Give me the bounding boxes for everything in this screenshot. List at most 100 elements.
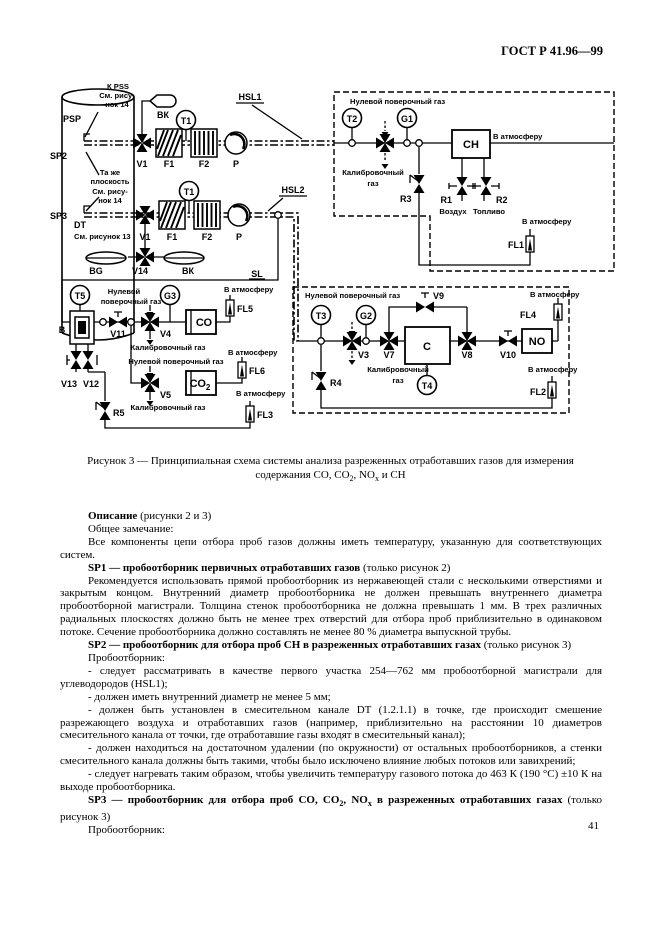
svg-text:Т1: Т1 [184,187,195,197]
svg-text:V1: V1 [136,159,147,169]
svg-text:Нулевой поверочный газ: Нулевой поверочный газ [128,357,223,366]
paragraph-description: Описание (рисунки 2 и 3) [88,510,212,522]
svg-text:V9: V9 [433,291,444,301]
svg-text:R5: R5 [113,408,125,418]
svg-text:HSL1: HSL1 [238,92,261,102]
svg-text:Калибровочный: Калибровочный [342,168,404,177]
svg-text:Т3: Т3 [316,311,327,321]
svg-text:Та же: Та же [100,168,120,177]
paragraph-sp2-probe: Пробоотборник: [88,651,165,664]
filter-f2b-icon [193,200,221,230]
page-number: 41 [588,820,599,832]
valve-v14-icon [136,248,154,266]
sample-row-1: ВК V1 F1 Т1 F2 Р HSL1 [133,92,303,169]
filter-f2-icon [190,128,218,158]
paragraph-sp3-probe: Пробоотборник: [88,823,165,836]
standard-number: ГОСТ Р 41.96—99 [501,44,603,58]
svg-text:V8: V8 [461,350,472,360]
svg-text:Калибровочный газ: Калибровочный газ [131,343,206,352]
svg-text:V5: V5 [160,390,171,400]
svg-text:G1: G1 [401,114,413,124]
svg-text:NO: NO [529,336,546,348]
svg-text:F2: F2 [199,159,210,169]
svg-text:Т2: Т2 [347,114,358,124]
svg-text:FL4: FL4 [520,310,536,320]
svg-text:нок 14: нок 14 [98,196,122,205]
svg-text:HSL2: HSL2 [281,185,304,195]
analyzer-no: NO [521,328,553,354]
svg-text:FL1: FL1 [508,240,524,250]
description-text: Описание (рисунки 2 и 3) Общее замечание… [60,510,602,837]
nox-analyzer-cabinet: Нулевой поверочный газ Т3 V3 G2 Калибров… [292,286,580,414]
svg-text:Р: Р [233,159,239,169]
svg-text:DT: DT [74,220,86,230]
svg-text:Нулевой: Нулевой [108,287,141,296]
svg-text:SL: SL [251,269,263,279]
svg-text:FL3: FL3 [257,410,273,420]
svg-text:Калибровочный: Калибровочный [367,365,429,374]
svg-text:В атмосферу: В атмосферу [522,217,572,226]
ch-analyzer-cabinet: Нулевой поверочный газ Т2 Калибровочный … [333,91,615,272]
analyzer-ch: СН [451,129,491,159]
figure-3-schematic: К PSS См. рису- нок 14 PSP SP2 SP3 Та же… [50,72,625,452]
svg-text:К PSS: К PSS [107,82,129,91]
svg-text:R4: R4 [330,378,342,388]
flowmeter-fl1-icon [525,235,535,253]
svg-text:FL6: FL6 [249,366,265,376]
svg-text:V14: V14 [132,266,148,276]
svg-text:V13: V13 [61,379,77,389]
svg-text:G3: G3 [164,291,176,301]
valve-v7-icon [380,332,398,350]
svg-text:V11: V11 [110,329,126,339]
svg-text:СН: СН [463,139,479,151]
valve-v12-icon [82,351,94,369]
svg-text:В атмосферу: В атмосферу [493,132,543,141]
flowmeter-fl6-icon [237,361,247,379]
svg-text:С: С [423,341,431,353]
heated-line-hsl2 [84,212,299,341]
svg-text:В атмосферу: В атмосферу [224,285,274,294]
flowmeter-fl3-icon [245,405,255,423]
sample-row-2: V1 F1 Т1 F2 Р HSL2 BG V14 ВК SL [61,180,307,323]
paragraph-sp2-item1: - следует рассматривать в качестве перво… [60,664,602,690]
svg-text:В атмосферу: В атмосферу [528,365,578,374]
svg-text:FL5: FL5 [237,304,253,314]
svg-text:FL2: FL2 [530,387,546,397]
svg-text:плоскость: плоскость [91,177,130,186]
valve-v8-icon [458,332,476,350]
svg-text:V4: V4 [160,329,171,339]
svg-text:PSP: PSP [63,114,81,124]
svg-text:F2: F2 [202,232,213,242]
svg-text:См. рису-: См. рису- [92,187,128,196]
paragraph-sp2-item3: - должен быть установлен в смесительном … [60,703,602,742]
valve-v9-icon [416,301,434,313]
paragraph-sp1-heading: SP1 — пробоотборник первичных отработавш… [88,561,451,574]
dilution-tunnel: К PSS См. рису- нок 14 PSP SP2 SP3 Та же… [50,82,135,341]
svg-text:V3: V3 [358,350,369,360]
svg-text:См. рису-: См. рису- [99,91,135,100]
svg-text:СО: СО [196,317,213,329]
svg-text:Нулевой поверочный газ: Нулевой поверочный газ [305,291,400,300]
analyzer-co: СО [185,309,217,335]
valve-v13-icon [70,351,82,369]
svg-text:нок 14: нок 14 [105,100,129,109]
valve-v1b-icon [136,206,154,224]
svg-text:В: В [59,325,66,335]
svg-text:ВК: ВК [182,266,194,276]
svg-text:V12: V12 [83,379,99,389]
svg-text:F1: F1 [167,232,178,242]
paragraph-sp1-body: Рекомендуется использовать прямой пробоо… [60,574,602,639]
svg-text:См. рисунок 13: См. рисунок 13 [74,232,131,241]
paragraph-components: Все компоненты цепи отбора проб газов до… [60,535,602,561]
flowmeter-fl4-icon [553,303,563,321]
paragraph-general-note: Общее замечание: [88,522,174,535]
svg-text:R3: R3 [400,194,412,204]
svg-text:СО2: СО2 [190,378,211,392]
filter-f1b-icon [158,200,186,230]
filter-f1-icon [155,128,183,158]
svg-text:R2: R2 [496,195,508,205]
filter-b-icon: В [59,310,95,345]
svg-text:V10: V10 [500,350,516,360]
svg-text:поверочный газ: поверочный газ [101,297,162,306]
svg-text:Т5: Т5 [75,291,86,301]
